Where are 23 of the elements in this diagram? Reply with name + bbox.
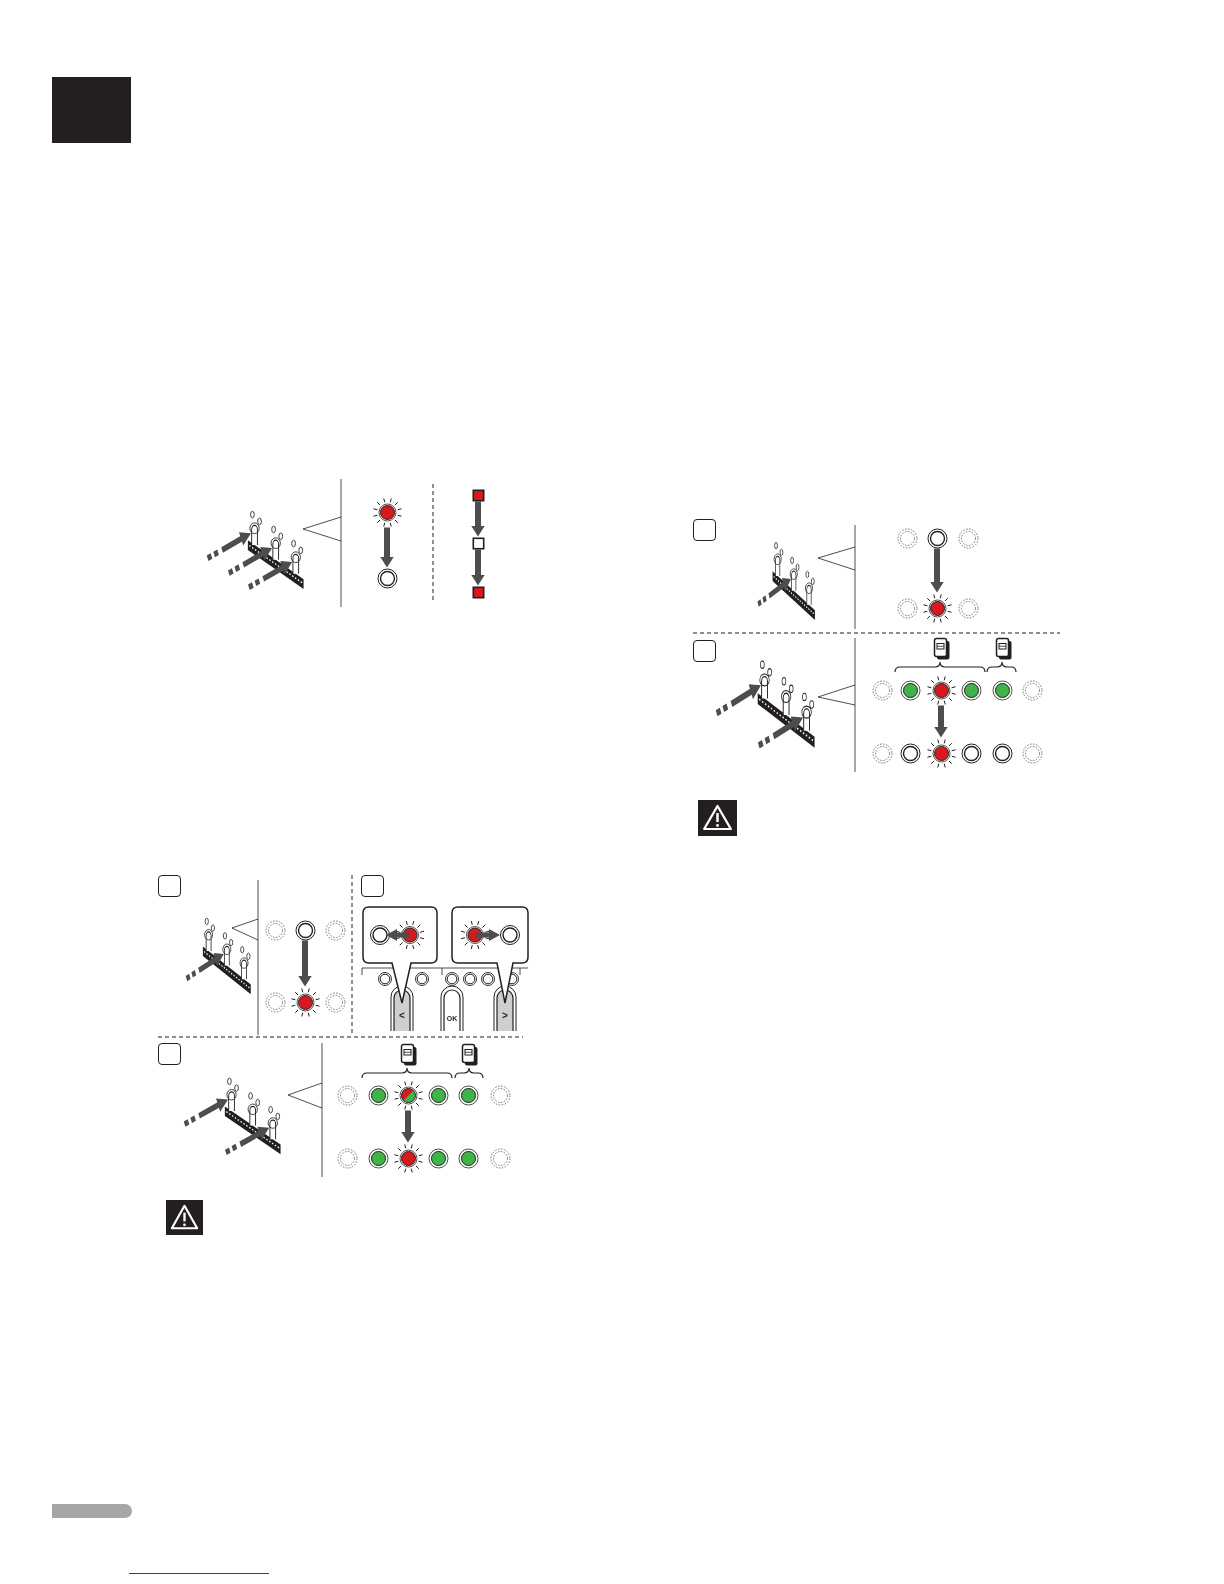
blinking-led-icon	[392, 1079, 424, 1111]
arrow	[401, 1110, 415, 1143]
led-icon	[294, 919, 316, 941]
led-icon	[926, 527, 948, 549]
blinking-led-icon	[921, 592, 953, 624]
key-label: <	[399, 1011, 405, 1021]
blinking-led-icon	[289, 986, 321, 1018]
status-square-icon	[471, 536, 485, 550]
blinking-led-icon	[925, 674, 957, 706]
blinking-led-icon	[925, 737, 957, 769]
chapter-tab	[52, 77, 131, 143]
key-label: >	[502, 1011, 508, 1021]
status-square-icon	[471, 585, 485, 599]
led-icon	[376, 567, 398, 589]
arrow	[380, 527, 394, 568]
arrow	[934, 705, 948, 738]
blinking-led-icon	[392, 1142, 424, 1174]
blinking-led-icon	[371, 496, 403, 528]
arrow	[298, 940, 312, 987]
arrow	[471, 549, 485, 586]
arrow	[930, 548, 944, 593]
arrow	[471, 501, 485, 537]
status-square-icon	[471, 488, 485, 502]
